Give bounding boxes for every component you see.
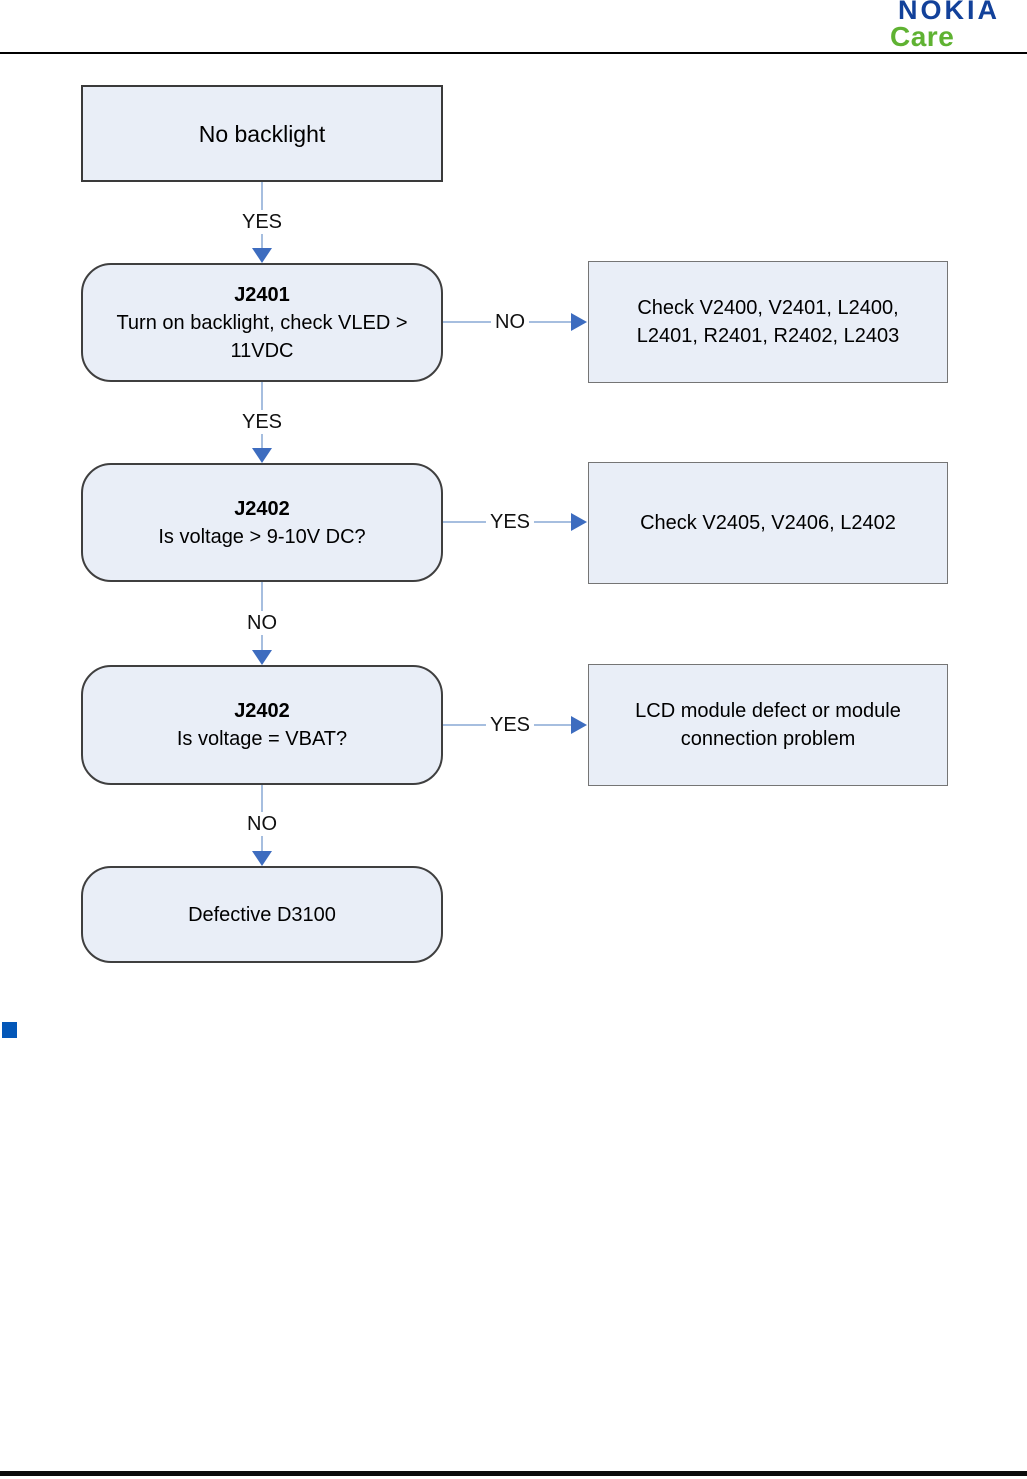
edge-label-no: NO <box>243 611 281 635</box>
arrow-down-icon <box>252 650 272 665</box>
footer-rule <box>0 1471 1027 1476</box>
arrow-down-icon <box>252 851 272 866</box>
arrow-down-icon <box>252 248 272 263</box>
edge-label-yes: YES <box>237 210 287 234</box>
arrow-right-icon <box>571 716 587 734</box>
arrow-down-icon <box>252 448 272 463</box>
header-rule <box>0 52 1027 54</box>
node-text: Defective D3100 <box>188 903 336 926</box>
node-title: J2402 <box>234 497 290 520</box>
node-text: 11VDC <box>230 339 294 362</box>
flow-node-no-backlight: No backlight <box>81 85 443 182</box>
flow-node-check-v2400-components: Check V2400, V2401, L2400, L2401, R2401,… <box>588 261 948 383</box>
flow-node-defective-d3100: Defective D3100 <box>81 866 443 963</box>
node-text: LCD module defect or module <box>635 700 901 722</box>
flow-node-j2402-voltage-vbat: J2402 Is voltage = VBAT? <box>81 665 443 785</box>
node-text: L2401, R2401, R2402, L2403 <box>636 325 900 347</box>
nokia-care-logo: NOKIA Care <box>890 0 1000 52</box>
node-title: J2402 <box>234 700 290 722</box>
node-text: Is voltage > 9-10V DC? <box>158 525 366 548</box>
arrow-right-icon <box>571 513 587 531</box>
edge-label-no: NO <box>243 812 281 836</box>
edge-label-yes: YES <box>485 510 535 534</box>
nokia-wordmark: NOKIA <box>898 0 1000 25</box>
node-text: connection problem <box>680 728 856 750</box>
node-text: Check V2400, V2401, L2400, <box>637 297 899 319</box>
section-bullet <box>2 1022 17 1038</box>
edge-label-no: NO <box>491 310 529 334</box>
care-wordmark: Care <box>890 21 955 52</box>
flow-node-check-v2405-components: Check V2405, V2406, L2402 <box>588 462 948 584</box>
node-text: Check V2405, V2406, L2402 <box>640 512 896 534</box>
edge-label-yes: YES <box>237 410 287 434</box>
flow-node-lcd-module-defect: LCD module defect or module connection p… <box>588 664 948 786</box>
node-text: Is voltage = VBAT? <box>176 728 348 750</box>
flow-node-j2402-voltage-9-10v: J2402 Is voltage > 9-10V DC? <box>81 463 443 582</box>
flow-node-j2401-check-vled: J2401 Turn on backlight, check VLED > 11… <box>81 263 443 382</box>
node-text: Turn on backlight, check VLED > <box>116 311 408 334</box>
node-title: J2401 <box>234 283 290 306</box>
arrow-right-icon <box>571 313 587 331</box>
node-text: No backlight <box>198 120 326 147</box>
edge-label-yes: YES <box>485 713 535 737</box>
